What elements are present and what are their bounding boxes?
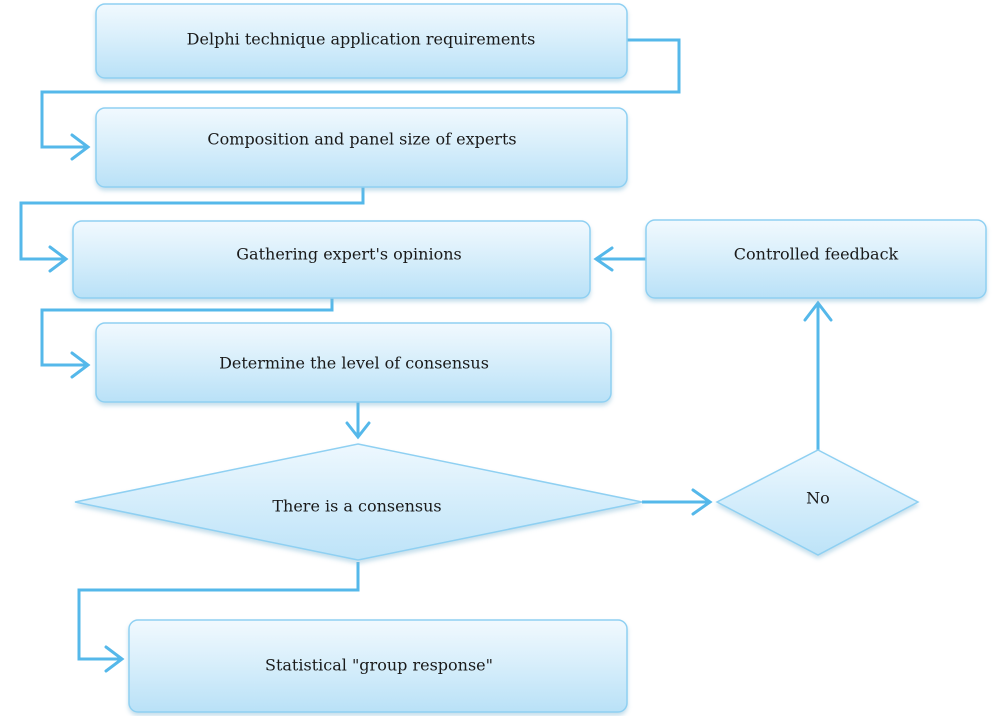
connector-requirements-to-composition — [40, 38, 681, 149]
node-determine-label: Determine the level of consensus — [219, 354, 489, 373]
node-feedback-label: Controlled feedback — [734, 245, 899, 264]
connector-composition-to-gathering — [19, 187, 365, 261]
node-feedback: Controlled feedback — [645, 219, 987, 299]
arrowhead-determine — [70, 351, 91, 379]
decision-consensus: There is a consensus — [74, 443, 643, 561]
decision-consensus-label: There is a consensus — [272, 497, 441, 516]
node-composition: Composition and panel size of experts — [95, 107, 628, 188]
connector-gathering-to-determine — [40, 298, 334, 367]
node-gathering-label: Gathering expert's opinions — [236, 245, 461, 264]
connector-consensus-to-statistical — [77, 562, 360, 661]
arrowhead-no — [691, 488, 713, 516]
arrowhead-feedback — [803, 300, 833, 322]
connectors — [19, 38, 833, 673]
decision-no: No — [715, 449, 920, 556]
node-gathering: Gathering expert's opinions — [72, 220, 591, 299]
arrowhead-statistical — [104, 645, 125, 673]
arrowhead-consensus — [345, 421, 371, 440]
arrowhead-gathering-from-feedback — [593, 246, 614, 272]
node-requirements-label: Delphi technique application requirement… — [187, 30, 536, 49]
arrowhead-composition — [70, 133, 91, 161]
node-statistical-label: Statistical "group response" — [265, 656, 493, 675]
arrowhead-gathering — [48, 245, 69, 273]
node-composition-label: Composition and panel size of experts — [207, 130, 516, 149]
decision-no-label: No — [806, 489, 830, 508]
node-statistical: Statistical "group response" — [128, 619, 628, 713]
node-requirements: Delphi technique application requirement… — [95, 3, 628, 79]
node-determine: Determine the level of consensus — [95, 322, 612, 403]
